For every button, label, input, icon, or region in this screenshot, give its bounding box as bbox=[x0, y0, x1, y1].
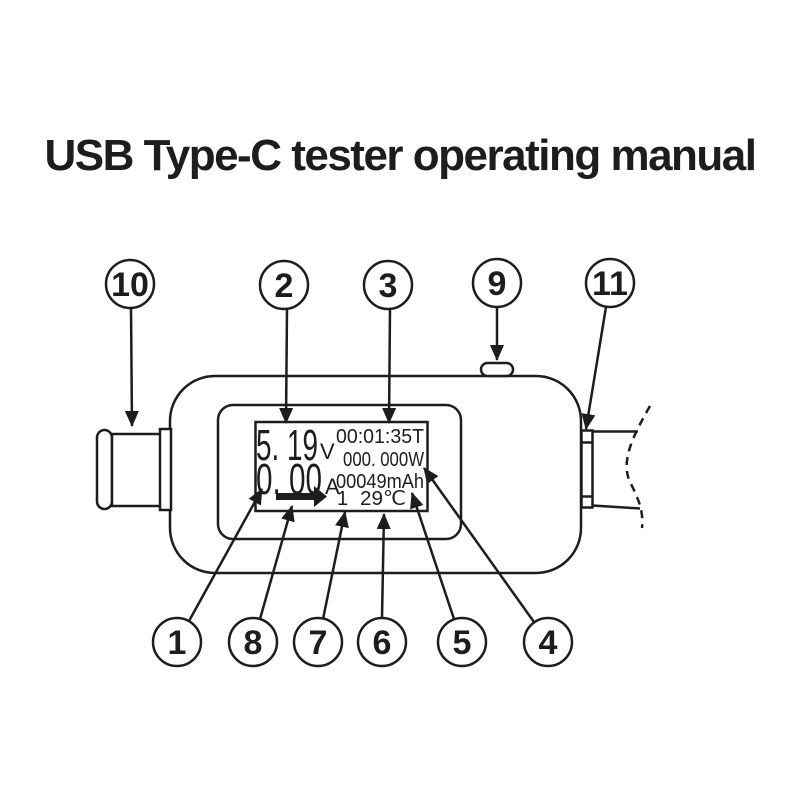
callout-label: 11 bbox=[592, 265, 628, 303]
callout-8-arrow bbox=[258, 505, 295, 620]
page-title: USB Type-C tester operating manual bbox=[44, 131, 758, 180]
callout-label: 7 bbox=[309, 624, 328, 662]
callout-2-arrow bbox=[279, 308, 294, 424]
callout-7-arrow bbox=[321, 511, 349, 620]
callout-label: 10 bbox=[111, 266, 149, 304]
callout-11: 11 bbox=[584, 257, 636, 309]
callout-11-arrow bbox=[581, 306, 608, 430]
usb-plug-body bbox=[110, 432, 163, 508]
callout-3: 3 bbox=[362, 259, 414, 311]
callout-circle bbox=[584, 257, 636, 309]
callout-1-arrow bbox=[187, 488, 264, 622]
callout-circle bbox=[227, 616, 279, 668]
callout-6: 6 bbox=[356, 616, 408, 668]
direction-arrow-icon bbox=[276, 486, 327, 507]
voltage-unit: V bbox=[320, 439, 335, 464]
callout-label: 3 bbox=[379, 267, 398, 305]
callout-circle bbox=[151, 616, 203, 668]
callout-circle bbox=[292, 616, 344, 668]
callout-circle bbox=[258, 259, 310, 311]
power-readout: 000. 000W bbox=[343, 449, 424, 471]
callout-label: 6 bbox=[373, 624, 392, 662]
mode-button bbox=[479, 361, 515, 378]
callout-label: 4 bbox=[539, 624, 558, 662]
callout-label: 8 bbox=[244, 624, 263, 662]
callout-label: 5 bbox=[453, 624, 472, 662]
usb-input-plug bbox=[95, 427, 173, 512]
callout-circle bbox=[522, 616, 574, 668]
capacity-readout: 00049mAh bbox=[336, 471, 424, 493]
callout-3-arrow bbox=[382, 308, 397, 424]
current-unit: A bbox=[325, 474, 340, 499]
callout-7: 7 bbox=[292, 616, 344, 668]
lcd-content: 5. 19 V 0. 00 A 00:01:35T 000. 000W 0004… bbox=[256, 421, 424, 510]
callout-label: 1 bbox=[168, 624, 187, 662]
group-number: 1 bbox=[337, 488, 348, 510]
callout-circle bbox=[362, 259, 414, 311]
callout-5: 5 bbox=[436, 616, 488, 668]
callout-circle bbox=[104, 258, 156, 310]
usb-output-port bbox=[580, 405, 652, 529]
callout-10-arrow bbox=[124, 307, 139, 427]
temperature-readout: 29℃ bbox=[360, 488, 406, 510]
callout-label: 9 bbox=[488, 265, 507, 303]
callout-8: 8 bbox=[227, 616, 279, 668]
callout-5-arrow bbox=[410, 492, 456, 620]
callout-10: 10 bbox=[104, 258, 156, 310]
callout-1: 1 bbox=[151, 616, 203, 668]
cable-break-indicator bbox=[625, 405, 652, 529]
callout-circle bbox=[436, 616, 488, 668]
callout-6-arrow bbox=[376, 513, 391, 619]
output-port-flange bbox=[580, 429, 594, 509]
callout-circle bbox=[471, 257, 523, 309]
callout-label: 2 bbox=[275, 267, 294, 305]
callout-2: 2 bbox=[258, 259, 310, 311]
callout-4-arrow bbox=[422, 467, 536, 623]
callout-4: 4 bbox=[522, 616, 574, 668]
voltage-value: 5. 19 bbox=[256, 421, 318, 470]
usb-plug-tip bbox=[95, 428, 114, 511]
callout-9: 9 bbox=[471, 257, 523, 309]
callout-arrows bbox=[124, 306, 608, 623]
mating-plug-bottom-edge bbox=[592, 504, 641, 510]
time-readout: 00:01:35T bbox=[336, 426, 424, 448]
usb-plug-neck bbox=[158, 427, 173, 512]
callout-circle bbox=[356, 616, 408, 668]
